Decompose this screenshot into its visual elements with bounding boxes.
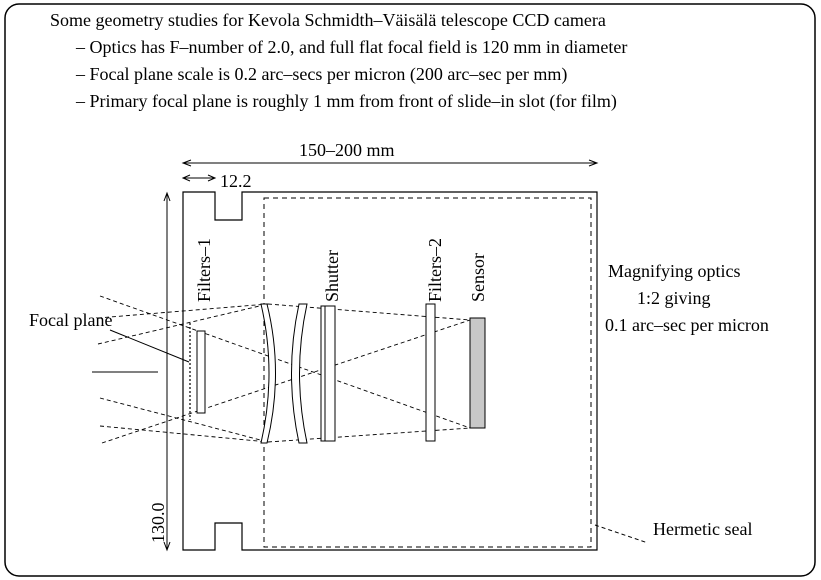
header-bullet-1: – Optics has F–number of 2.0, and full f… (75, 37, 627, 57)
height-dimension-label: 130.0 (148, 503, 168, 544)
hermetic-seal-label: Hermetic seal (653, 519, 752, 539)
filters-2-element (425, 303, 436, 442)
header-bullet-2: – Focal plane scale is 0.2 arc–secs per … (75, 64, 567, 85)
slot-offset-label: 12.2 (220, 171, 252, 191)
header-bullet-3: – Primary focal plane is roughly 1 mm fr… (75, 91, 617, 112)
lens-2 (291, 303, 308, 444)
light-rays (97, 295, 471, 444)
length-dimension (181, 159, 599, 167)
shutter-element (320, 305, 336, 442)
filters-1-label: Filters–1 (194, 238, 214, 302)
length-dimension-label: 150–200 mm (299, 140, 395, 160)
hermetic-seal-leader (594, 524, 649, 544)
sensor-element (469, 317, 486, 429)
focal-plane-label: Focal plane (29, 310, 112, 330)
magnify-note-line-1: Magnifying optics (608, 261, 741, 281)
height-dimension (163, 191, 171, 552)
magnify-note-line-3: 0.1 arc–sec per micron (605, 315, 769, 335)
camera-body (182, 191, 598, 551)
magnify-note-line-2: 1:2 giving (637, 288, 711, 308)
focal-plane-leader (109, 329, 190, 363)
filters-2-label: Filters–2 (425, 238, 445, 302)
sensor-label: Sensor (468, 253, 488, 302)
outer-frame (4, 3, 816, 577)
filters-1-element (196, 330, 206, 414)
hermetic-seal-outline (263, 197, 592, 548)
header-title: Some geometry studies for Kevola Schmidt… (50, 10, 606, 30)
lens-1 (260, 303, 276, 444)
slot-offset-dimension (181, 174, 217, 182)
shutter-label: Shutter (322, 250, 342, 302)
